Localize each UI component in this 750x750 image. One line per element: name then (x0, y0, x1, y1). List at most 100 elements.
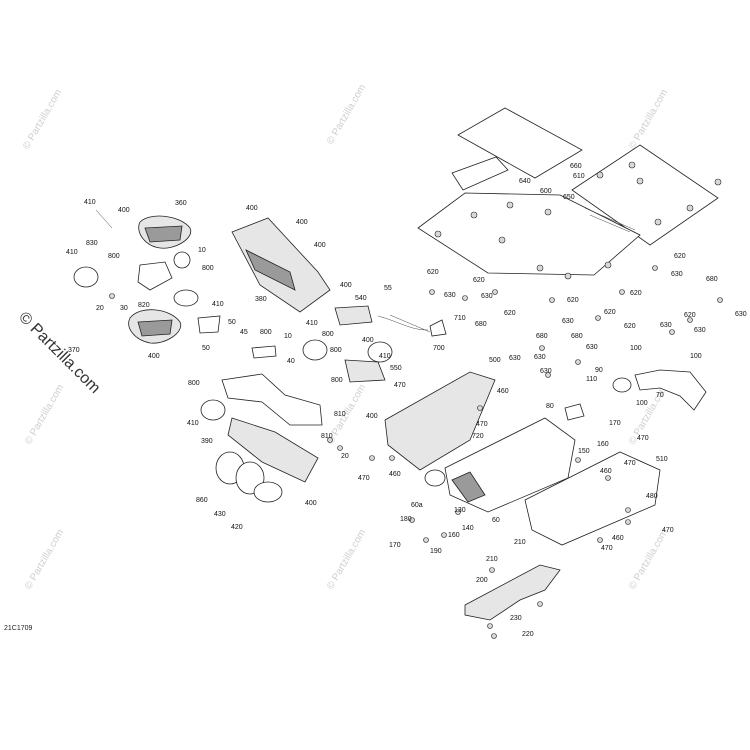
callout-label: 360 (175, 200, 187, 207)
callout-label: 660 (570, 163, 582, 170)
callout-label: 630 (444, 292, 456, 299)
callout-label: 410 (187, 420, 199, 427)
callout-label: 45 (240, 329, 248, 336)
callout-label: 860 (196, 497, 208, 504)
callout-label: 220 (522, 631, 534, 638)
callout-label: 800 (202, 265, 214, 272)
callout-label: 100 (690, 353, 702, 360)
callout-label: 820 (138, 302, 150, 309)
callout-label: 410 (379, 353, 391, 360)
callout-label: 800 (108, 253, 120, 260)
callout-label: 160 (448, 532, 460, 539)
callout-label: 410 (66, 249, 78, 256)
callout-label: 510 (656, 456, 668, 463)
callout-label: 460 (600, 468, 612, 475)
callout-label: 700 (433, 345, 445, 352)
callout-label: 460 (497, 388, 509, 395)
callout-label: 470 (637, 435, 649, 442)
callout-label: 400 (366, 413, 378, 420)
callout-label: 110 (586, 376, 597, 383)
callout-label: 470 (358, 475, 370, 482)
callout-label: 800 (322, 331, 334, 338)
watermark: © Partzilla.com (325, 83, 368, 147)
callout-label: 620 (427, 269, 439, 276)
callout-label: 540 (355, 295, 367, 302)
callout-label: 130 (454, 507, 466, 514)
callout-label: 630 (509, 355, 521, 362)
callout-label: 55 (384, 285, 392, 292)
callout-label: 410 (212, 301, 224, 308)
callout-label: 190 (430, 548, 442, 555)
callout-label: 180 (400, 516, 412, 523)
callout-label: 620 (630, 290, 642, 297)
callout-label: 830 (86, 240, 98, 247)
watermark: © Partzilla.com (627, 88, 670, 152)
callout-label: 60a (411, 502, 423, 509)
heat-shield-group (417, 107, 722, 280)
callout-label: 400 (148, 353, 160, 360)
callout-label: 460 (612, 535, 624, 542)
callout-label: 210 (486, 556, 498, 563)
callout-label: 10 (284, 333, 292, 340)
callout-label: 420 (231, 524, 243, 531)
callout-label: 800 (260, 329, 272, 336)
callout-label: 90 (595, 367, 603, 374)
callout-label: 170 (609, 420, 621, 427)
tailpipe-group (377, 315, 707, 411)
callout-label: 400 (305, 500, 317, 507)
callout-label: 400 (340, 282, 352, 289)
callout-label: 160 (597, 441, 609, 448)
callout-label: 400 (314, 242, 326, 249)
callout-label: 140 (462, 525, 474, 532)
watermark: © Partzilla.com (21, 88, 64, 152)
callout-label: 470 (662, 527, 674, 534)
callout-label: 80 (546, 403, 554, 410)
watermark: © Partzilla.com (325, 528, 368, 592)
callout-label: 10 (198, 247, 206, 254)
callout-label: 230 (510, 615, 522, 622)
callout-label: 620 (504, 310, 516, 317)
callout-label: 810 (321, 433, 333, 440)
callout-label: 470 (624, 460, 636, 467)
manifold-group (73, 209, 431, 503)
callout-label: 800 (188, 380, 200, 387)
callout-label: 170 (389, 542, 401, 549)
callout-label: 640 (519, 178, 531, 185)
callout-label: 630 (735, 311, 747, 318)
callout-label: 630 (694, 327, 706, 334)
callout-label: 470 (394, 382, 406, 389)
callout-label: 480 (646, 493, 658, 500)
callout-label: 100 (630, 345, 642, 352)
callout-label: 380 (255, 296, 267, 303)
callout-label: 800 (330, 347, 342, 354)
callout-label: 620 (624, 323, 636, 330)
callout-label: 630 (671, 271, 683, 278)
callout-label: 610 (573, 173, 585, 180)
callout-label: 400 (296, 219, 308, 226)
callout-label: 50 (202, 345, 210, 352)
callout-label: 620 (473, 277, 485, 284)
callout-label: 600 (540, 188, 552, 195)
callout-label: 550 (390, 365, 402, 372)
callout-label: 800 (331, 377, 343, 384)
callout-label: 620 (604, 309, 616, 316)
callout-label: 650 (563, 194, 575, 201)
callout-label: 60 (492, 517, 500, 524)
hardware-markers (109, 265, 723, 639)
callout-label: 470 (476, 421, 488, 428)
muffler-group (384, 371, 661, 621)
callout-label: 620 (674, 253, 686, 260)
callout-label: 20 (96, 305, 104, 312)
callout-label: 620 (684, 312, 696, 319)
callout-label: 150 (578, 448, 590, 455)
callout-label: 200 (476, 577, 488, 584)
callout-label: 400 (246, 205, 258, 212)
callout-label: 30 (120, 305, 128, 312)
watermark: © Partzilla.com (627, 528, 670, 592)
callout-label: 710 (454, 315, 466, 322)
callout-label: 630 (660, 322, 672, 329)
callout-label: 680 (706, 276, 718, 283)
callout-label: 620 (567, 297, 579, 304)
